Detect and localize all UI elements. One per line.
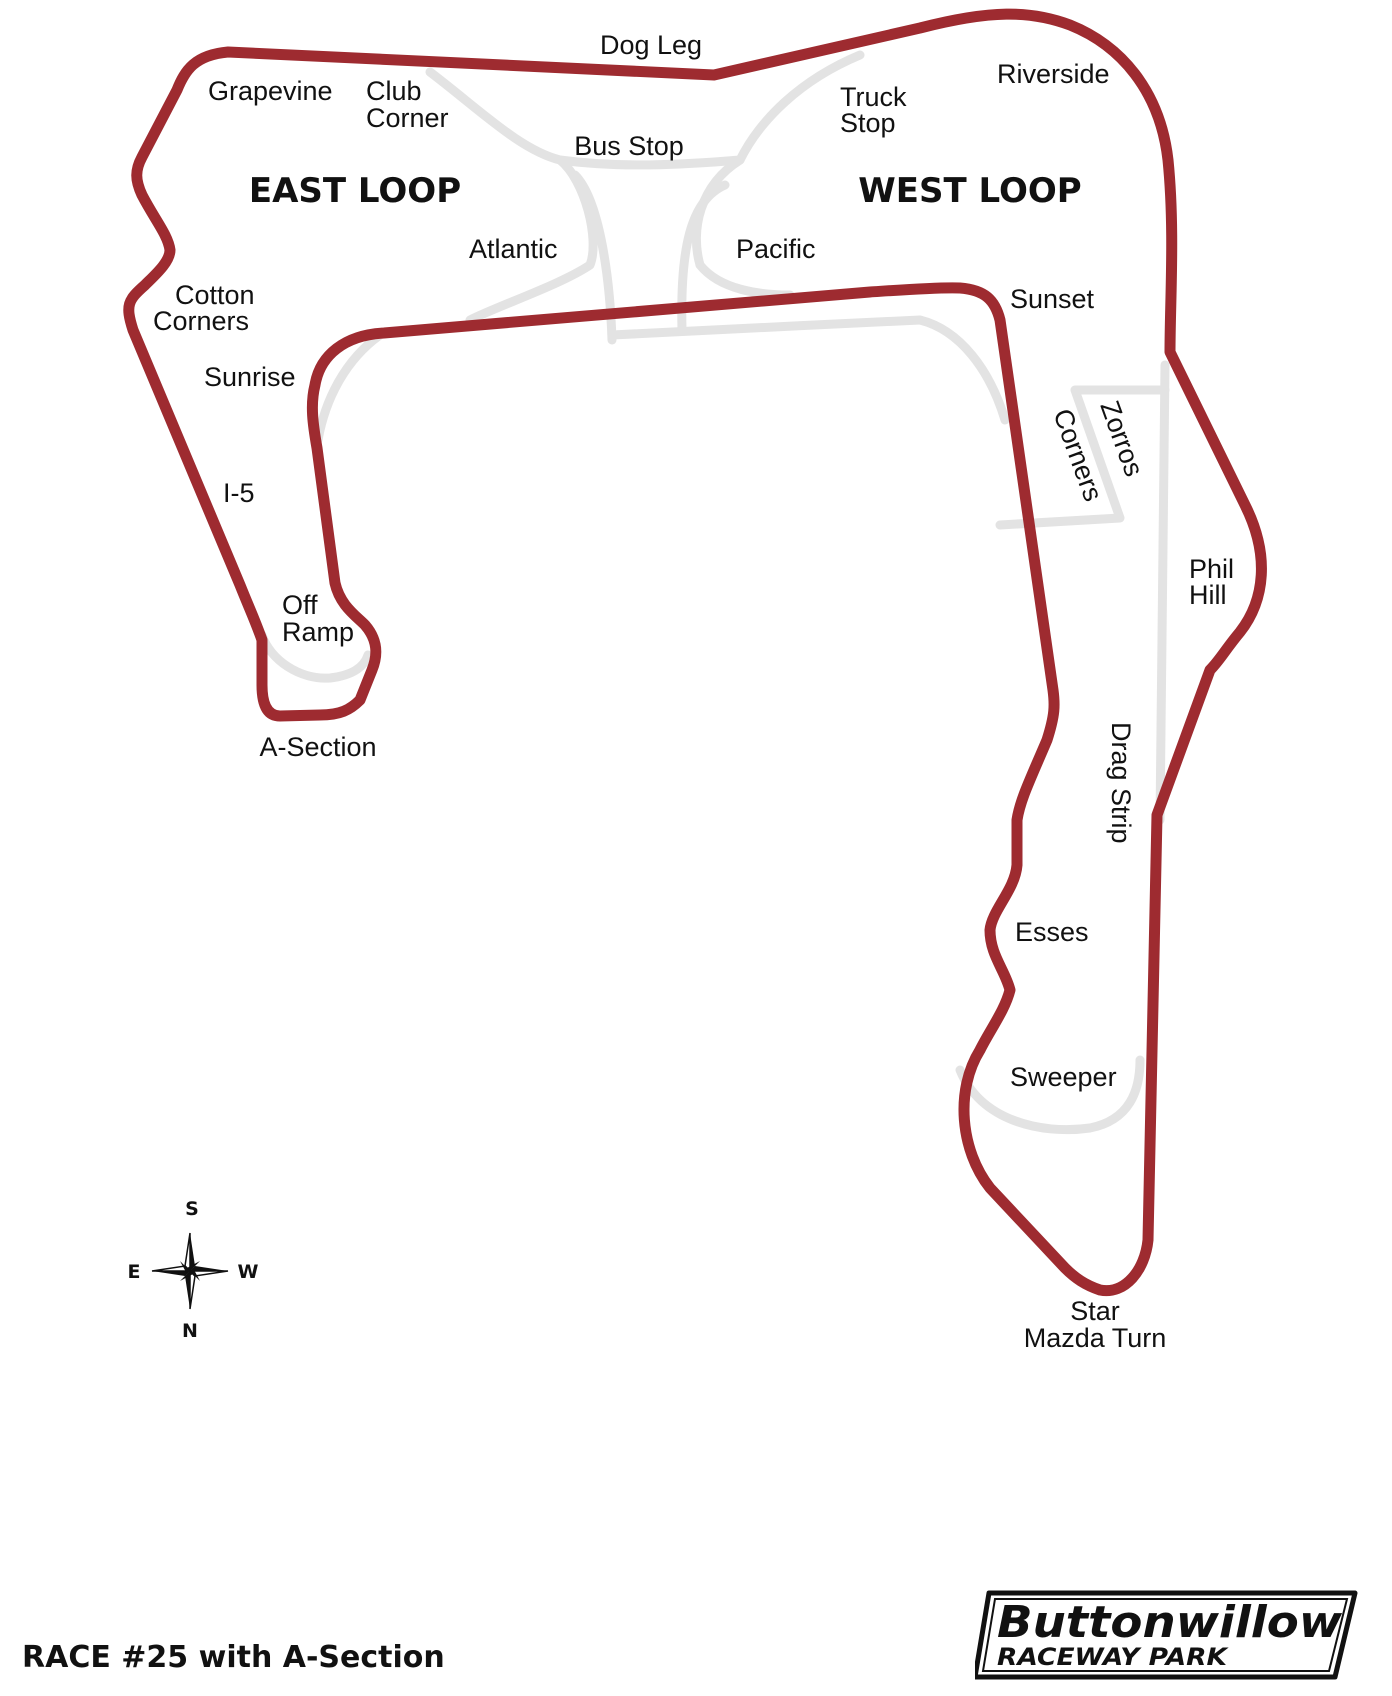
- sunset-label: Sunset: [1010, 284, 1095, 314]
- dog-leg-label: Dog Leg: [600, 30, 702, 60]
- bus-stop-label: Bus Stop: [574, 131, 684, 161]
- truck-stop-label-2: Stop: [840, 108, 896, 138]
- star-mazda-turn-label-2: Mazda Turn: [1024, 1323, 1167, 1353]
- drag-strip-label: Drag Strip: [1106, 722, 1136, 844]
- off-ramp-label-2: Ramp: [282, 617, 354, 647]
- east-loop-label: EAST LOOP: [249, 171, 461, 211]
- sweeper-label: Sweeper: [1010, 1062, 1117, 1092]
- a-section-label: A-Section: [259, 732, 376, 762]
- compass-e: E: [128, 1261, 141, 1283]
- i5-label: I-5: [223, 478, 255, 508]
- club-corner-label-1: Club: [366, 76, 422, 106]
- club-corner-label-2: Corner: [366, 103, 449, 133]
- phil-hill-label-1: Phil: [1189, 554, 1234, 584]
- unused-track-sections: [257, 50, 1170, 1135]
- compass-w: W: [238, 1261, 259, 1283]
- compass-s: S: [185, 1198, 199, 1220]
- esses-label: Esses: [1015, 917, 1089, 947]
- phil-hill-label-2: Hill: [1189, 580, 1227, 610]
- truck-stop-label-1: Truck: [840, 82, 907, 112]
- off-ramp-label-1: Off: [282, 590, 318, 620]
- west-loop-label: WEST LOOP: [858, 171, 1081, 211]
- compass-star-icon: [151, 1232, 229, 1310]
- race-caption: RACE #25 with A-Section: [22, 1640, 445, 1675]
- race-route: [123, 8, 1267, 1297]
- compass-rose: S E W N: [128, 1198, 259, 1342]
- sunrise-label: Sunrise: [204, 362, 296, 392]
- pacific-label: Pacific: [736, 234, 816, 264]
- atlantic-label: Atlantic: [469, 234, 558, 264]
- logo-sub-text: RACEWAY PARK: [997, 1643, 1230, 1671]
- buttonwillow-logo: Buttonwillow RACEWAY PARK: [975, 1590, 1358, 1680]
- star-mazda-turn-label-1: Star: [1070, 1296, 1120, 1326]
- riverside-label: Riverside: [997, 59, 1110, 89]
- logo-main-text: Buttonwillow: [997, 1597, 1342, 1648]
- cotton-corners-label-2: Corners: [153, 306, 249, 336]
- compass-n: N: [182, 1320, 198, 1342]
- cotton-corners-label-1: Cotton: [175, 280, 255, 310]
- grapevine-label: Grapevine: [208, 76, 333, 106]
